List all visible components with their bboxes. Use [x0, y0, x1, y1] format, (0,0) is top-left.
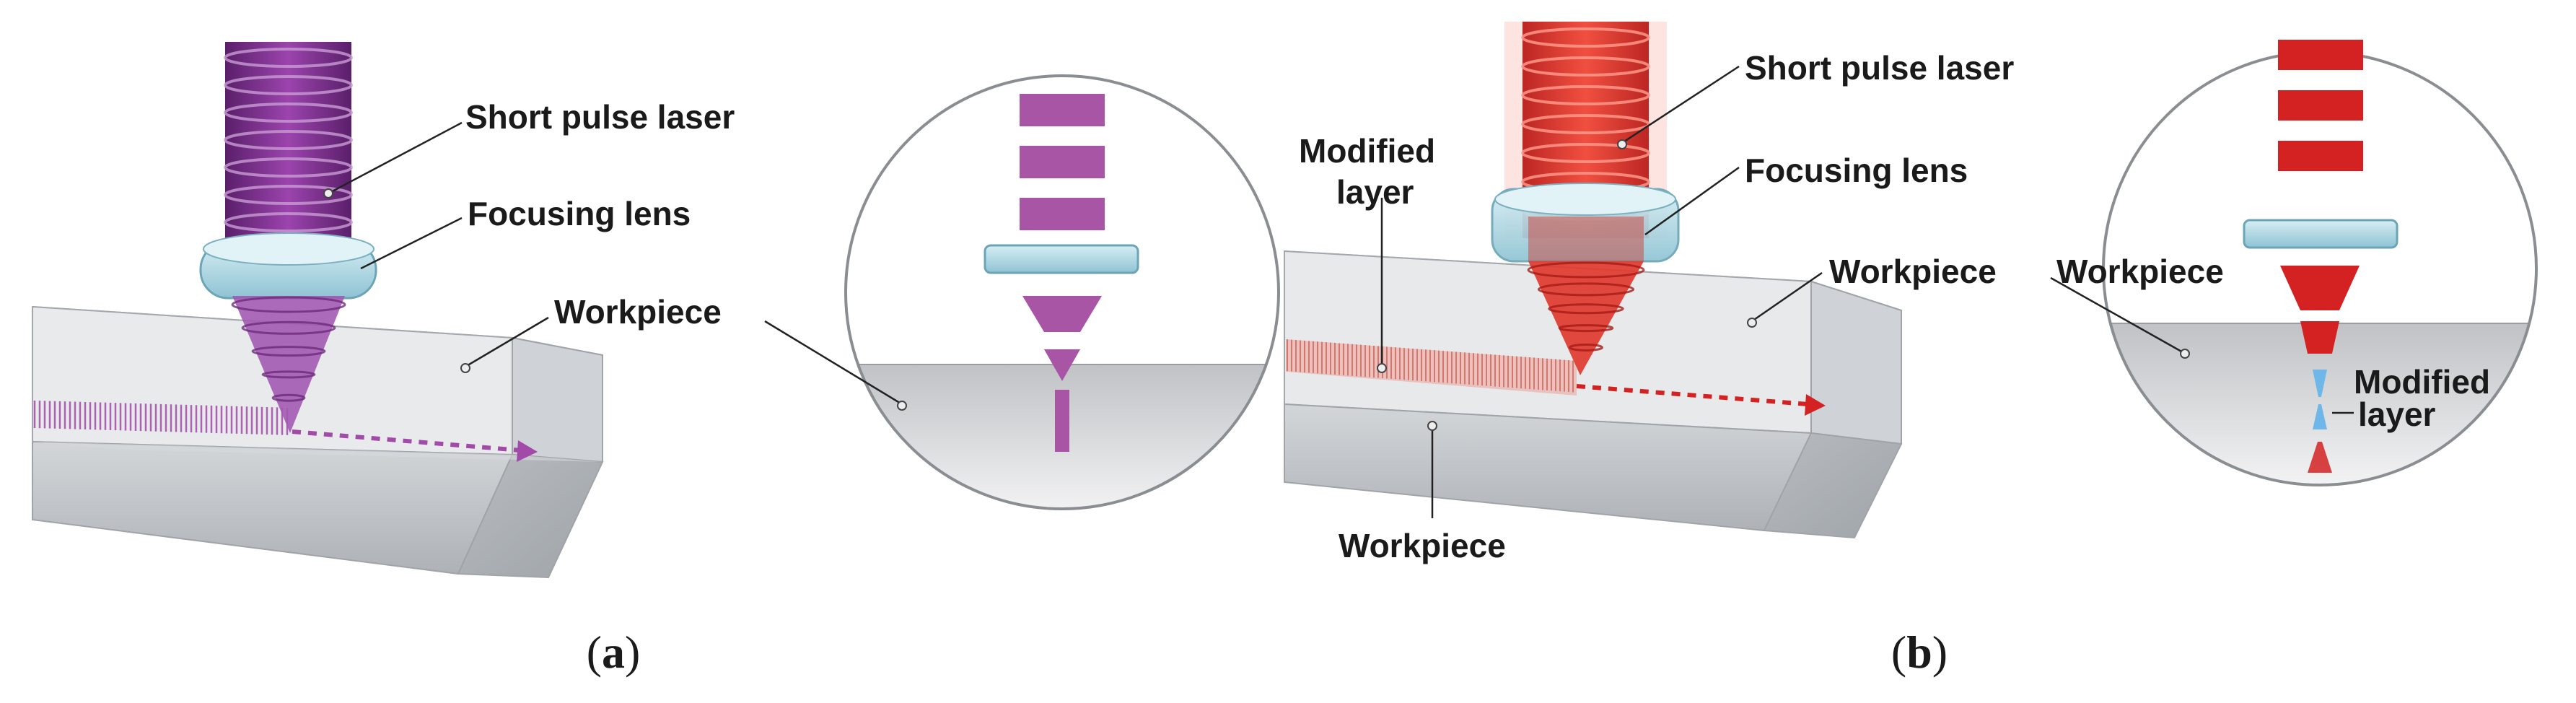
focused-cone-a	[231, 296, 346, 433]
label-modified-layer-b-line2: layer	[1336, 173, 1414, 211]
focused-cone-b	[1527, 261, 1645, 375]
label-focusing-lens-b: Focusing lens	[1745, 152, 1968, 189]
label-modified-layer-b-line1: Modified	[1299, 132, 1435, 170]
focusing-lens-a	[199, 232, 377, 300]
laser-beam-a	[224, 42, 353, 251]
label-workpiece-b-inset: Workpiece	[2056, 253, 2224, 290]
label-focusing-lens-a: Focusing lens	[468, 195, 691, 232]
scan-arrow-b	[1576, 384, 1826, 416]
focusing-lens-b	[1491, 183, 1680, 263]
label-workpiece-b-right: Workpiece	[1829, 253, 1997, 290]
inset-circle-a	[844, 74, 1280, 510]
scan-arrow-a	[292, 429, 538, 462]
label-short-pulse-laser-b: Short pulse laser	[1745, 49, 2014, 87]
label-short-pulse-laser-a: Short pulse laser	[465, 98, 735, 136]
caption-b: (b)	[1891, 626, 1948, 678]
processed-line-a	[33, 401, 289, 435]
caption-a: (a)	[587, 626, 641, 678]
label-workpiece-a: Workpiece	[554, 293, 722, 331]
label-workpiece-b-bottom: Workpiece	[1339, 527, 1506, 564]
inset-circle-b	[2102, 40, 2538, 486]
label-inset-modified-line2: layer	[2358, 396, 2436, 433]
label-inset-modified-line1: Modified	[2354, 363, 2490, 401]
